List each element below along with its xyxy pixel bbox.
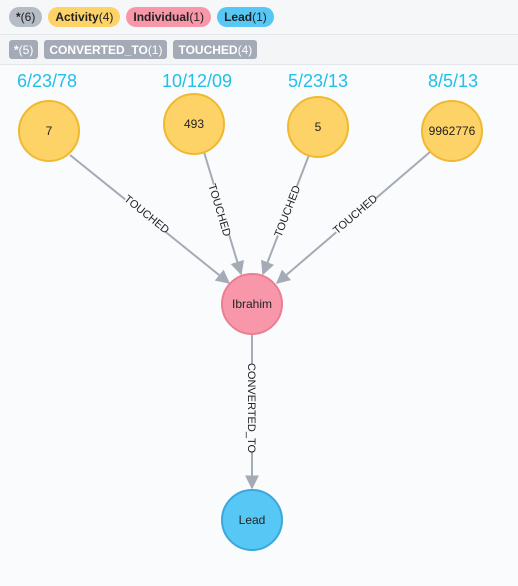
node-individual[interactable]: Ibrahim [221,273,283,335]
node-caption: 7 [46,124,53,138]
relationship-filter-name: * [14,42,19,57]
node-layer: 7 493 5 9962776 Ibrahim Lead [18,93,483,551]
relationship-filter-bar: *(5) CONVERTED_TO(1) TOUCHED(4) [0,35,518,65]
node-caption: 5 [315,120,322,134]
relationship-filter-touched[interactable]: TOUCHED(4) [173,40,258,59]
node-activity[interactable]: 5 [287,96,349,158]
relationship-label: TOUCHED [273,184,304,239]
label-filter-name: Lead [224,10,253,24]
label-filter-lead[interactable]: Lead(1) [217,7,274,27]
node-lead[interactable]: Lead [221,489,283,551]
date-label: 10/12/09 [162,71,232,91]
label-filter-count: (6) [20,10,36,24]
relationship-label: TOUCHED [331,193,380,237]
label-filter-activity[interactable]: Activity(4) [48,7,121,27]
label-filter-name: Individual [133,10,190,24]
relationship-filter-count: (5) [18,42,34,57]
date-label: 6/23/78 [17,71,77,91]
relationship-filter-converted-to[interactable]: CONVERTED_TO(1) [44,40,168,59]
relationship-label: TOUCHED [121,193,171,236]
relationship-label: CONVERTED_TO [245,363,257,454]
relationship-label: TOUCHED [205,183,232,238]
node-label-filter-bar: *(6) Activity(4) Individual(1) Lead(1) [0,0,518,35]
node-circle[interactable] [421,100,483,162]
node-circle[interactable] [221,273,283,335]
relationship-filter-name: TOUCHED [178,42,238,57]
relationship-filter-count: (4) [237,42,253,57]
node-activity[interactable]: 9962776 [421,100,483,162]
date-label: 5/23/13 [288,71,348,91]
label-filter-count: (4) [98,10,114,24]
node-caption: 9962776 [429,124,476,138]
label-filter-count: (1) [189,10,205,24]
node-caption: Ibrahim [232,297,272,311]
node-activity[interactable]: 493 [163,93,225,155]
node-circle[interactable] [221,489,283,551]
relationship-filter-name: CONVERTED_TO [49,42,148,57]
relationship-filter-count: (1) [147,42,163,57]
node-activity[interactable]: 7 [18,100,80,162]
date-label: 8/5/13 [428,71,478,91]
node-caption: 493 [184,117,204,131]
relationship-filter-all[interactable]: *(5) [9,40,39,59]
label-filter-name: * [16,10,21,24]
label-filter-individual[interactable]: Individual(1) [126,7,212,27]
label-filter-count: (1) [252,10,267,24]
node-circle[interactable] [287,96,349,158]
label-filter-name: Activity [55,10,99,24]
label-filter-all[interactable]: *(6) [9,7,43,27]
node-circle[interactable] [18,100,80,162]
graph-canvas[interactable]: 6/23/78 10/12/09 5/23/13 8/5/13 TOUCHED … [0,65,518,586]
node-circle[interactable] [163,93,225,155]
node-caption: Lead [239,513,266,527]
